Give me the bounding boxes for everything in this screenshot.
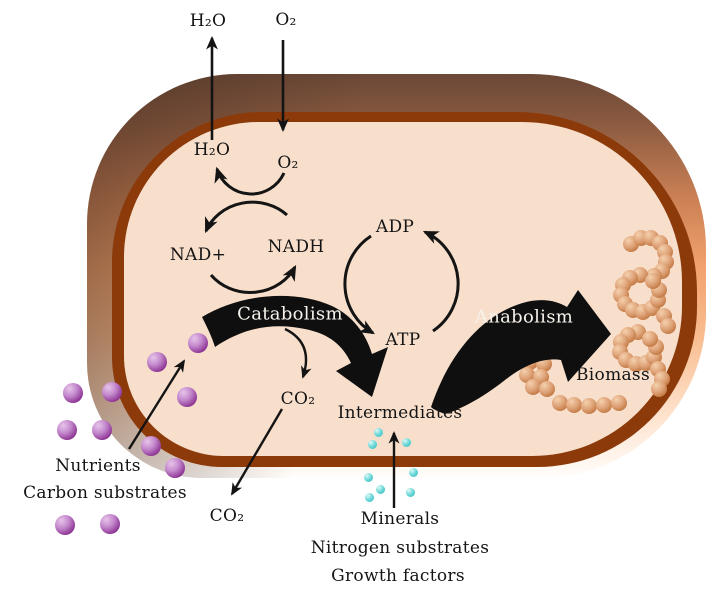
growth-factors-label: Growth factors [331,566,465,586]
nad-label: NAD+ [169,245,227,265]
atp-to-adp-arc [422,230,460,333]
biomass-label: Biomass [576,365,650,385]
co2-export-arrow [230,408,284,496]
co2-external-label: CO₂ [209,506,245,526]
h2o-internal-label: H₂O [193,140,231,160]
nadh-to-nad-arc [204,200,288,234]
nitrogen-substrates-label: Nitrogen substrates [310,538,490,558]
adp-to-atp-arc [343,234,376,335]
anabolism-arrow [431,290,611,414]
catabolism-to-co2-arrow [284,327,312,379]
catabolism-label: Catabolism [237,303,343,325]
minerals-label: Minerals [360,509,440,529]
catabolism-arrow [202,295,388,397]
adp-label: ADP [375,217,415,237]
co2-internal-label: CO₂ [280,389,316,409]
carbon-substrates-label: Carbon substrates [23,483,187,503]
nutrients-uptake-arrow [127,359,186,450]
o2-to-h2o-arc [214,166,286,196]
atp-label: ATP [385,330,421,350]
nadh-label: NADH [267,237,325,257]
h2o-external-label: H₂O [189,11,227,31]
intermediates-label: Intermediates [337,403,463,423]
nutrients-label: Nutrients [55,456,141,476]
anabolism-label: Anabolism [474,306,574,328]
o2-external-label: O₂ [275,10,297,30]
nad-to-nadh-arc [209,264,297,294]
o2-internal-label: O₂ [277,153,299,173]
